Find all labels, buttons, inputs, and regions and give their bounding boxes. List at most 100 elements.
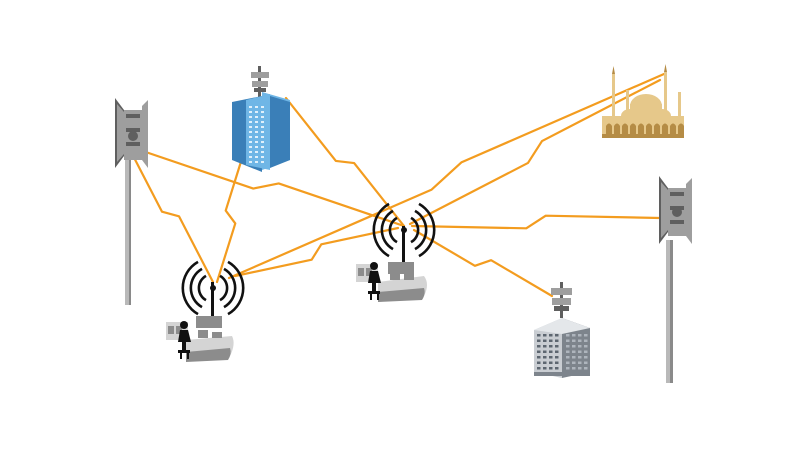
office-window [578, 367, 582, 370]
tower-window [255, 136, 258, 138]
radio-wave-arc-right [227, 260, 245, 316]
right-pole-shaft [666, 240, 673, 383]
radio-wave-icon [181, 260, 245, 316]
tower-window [261, 151, 264, 153]
tower-window [249, 131, 252, 133]
mosque-arch [622, 123, 628, 134]
office-window [572, 334, 576, 337]
office-window [572, 356, 576, 359]
office-window [537, 356, 541, 359]
office-window [549, 334, 553, 337]
tower-window [255, 146, 258, 148]
tower-window [249, 161, 252, 163]
office-window [537, 361, 541, 364]
office-window [578, 356, 582, 359]
radio-wave-arc-left [189, 267, 203, 309]
tower-window [255, 111, 258, 113]
office-window [543, 367, 547, 370]
radio-wave-arc-right [410, 216, 420, 244]
siren-on-mosque-icon [602, 64, 684, 138]
office-window [555, 334, 559, 337]
office-window [566, 334, 570, 337]
office-window [543, 334, 547, 337]
office-window [584, 356, 588, 359]
tower-window [255, 116, 258, 118]
tower-window [255, 141, 258, 143]
tower-window [249, 111, 252, 113]
office-window [549, 361, 553, 364]
tower-window [249, 146, 252, 148]
operator-figure [178, 321, 191, 359]
tower-window [249, 151, 252, 153]
office-window [578, 350, 582, 353]
link-office-to-center-b [412, 228, 554, 298]
office-window [584, 334, 588, 337]
tower-windows [249, 106, 264, 163]
office-window [584, 339, 588, 342]
office-window [555, 350, 559, 353]
office-window [578, 345, 582, 348]
office-window [549, 339, 553, 342]
tower-window [261, 161, 264, 163]
office-building [534, 318, 590, 378]
office-windows [537, 334, 588, 370]
office-window [566, 350, 570, 353]
tower-window [261, 121, 264, 123]
office-window [537, 367, 541, 370]
tower-building [232, 92, 290, 172]
office-window [549, 356, 553, 359]
tower-window [249, 121, 252, 123]
siren-pole-icon [659, 176, 692, 244]
office-window [572, 339, 576, 342]
office-window [566, 356, 570, 359]
office-window [537, 350, 541, 353]
office-window [549, 367, 553, 370]
tower-window [255, 156, 258, 158]
mosque-arch [606, 123, 612, 134]
office-window [566, 339, 570, 342]
siren-pole-icon [115, 98, 148, 168]
radio-links [126, 72, 666, 298]
radio-wave-icon [372, 202, 436, 258]
siren-on-tower-icon [232, 66, 290, 172]
radio-wave-arc-left [380, 209, 394, 251]
left-siren-pole [115, 98, 148, 305]
office-window [566, 345, 570, 348]
link-left-pole-to-center-a [126, 144, 215, 284]
tower-window [261, 111, 264, 113]
tower-window [261, 131, 264, 133]
office-window [584, 361, 588, 364]
mosque-body [602, 94, 684, 138]
office-window [578, 361, 582, 364]
tower-window [261, 136, 264, 138]
office-window [572, 345, 576, 348]
radio-wave-arc-right [418, 202, 436, 258]
mosque-arches [606, 123, 684, 134]
office-window [555, 361, 559, 364]
tower-window [249, 126, 252, 128]
link-left-pole-to-center-b [126, 144, 406, 228]
office-window [537, 339, 541, 342]
radio-wave-arc-right [414, 209, 428, 251]
link-mosque-to-center-a [227, 72, 666, 280]
office-window [572, 350, 576, 353]
office-window [555, 356, 559, 359]
mosque-arch [670, 123, 676, 134]
tower-window [255, 121, 258, 123]
control-center-icon [166, 260, 245, 362]
tower-window [261, 106, 264, 108]
tower-window [255, 131, 258, 133]
tower-window [249, 156, 252, 158]
office-window [543, 345, 547, 348]
link-right-pole-to-center-b [410, 214, 662, 230]
mosque-arch [654, 123, 660, 134]
office-window [584, 345, 588, 348]
mosque-arch [638, 123, 644, 134]
office-window [566, 367, 570, 370]
office-window [543, 350, 547, 353]
link-mosque-to-center-b [408, 78, 662, 226]
tower-window [261, 141, 264, 143]
radio-wave-arc-left [197, 274, 207, 302]
mosque-arch [630, 123, 636, 134]
